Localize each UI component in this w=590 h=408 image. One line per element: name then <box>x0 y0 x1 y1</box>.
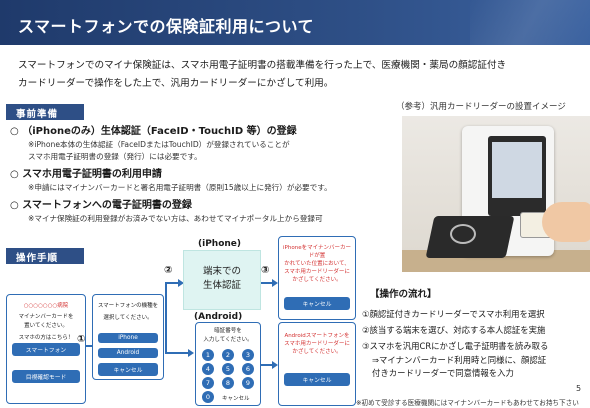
footnote: ※初めて受診する医療機関にはマイナンバーカードもあわせてお持ち下さい <box>356 399 579 407</box>
cancel-button[interactable]: キャンセル <box>98 363 158 376</box>
flow-step: ③スマホを汎用CRにかざし電子証明書を読み取る <box>362 341 549 351</box>
screen-mockup-select-device: スマートフォンの機種を 選択してください。 iPhone Android キャン… <box>92 294 164 380</box>
intro-text: スマートフォンでのマイナ保険証は、スマホ用電子証明書の搭載準備を行った上で、医療… <box>18 57 578 93</box>
mockup-text: iPhoneをマイナンバーカードが置 <box>283 245 351 259</box>
arrow-head <box>272 361 278 369</box>
prep-item-head: ○ （iPhoneのみ）生体認証（FaceID・TouchID 等）の登録 <box>10 126 297 137</box>
pin-key[interactable]: 7 <box>202 377 214 389</box>
mockup-text: Androidスマートフォンを <box>284 333 350 339</box>
arrow-connector <box>86 345 92 347</box>
biometric-text: 生体認証 <box>202 280 241 291</box>
card-reader-photo <box>402 116 590 272</box>
cancel-button[interactable]: キャンセル <box>284 373 350 386</box>
cancel-link[interactable]: キャンセル <box>222 396 250 402</box>
prep-tag: 事前準備 <box>6 104 84 120</box>
prep-item-sub: ※iPhone本体の生体認証（FaceIDまたはTouchID）が登録されている… <box>28 140 290 149</box>
operation-flow: 【操作の流れ】 ①顔認証付きカードリーダーでスマホ利用を選択 ②該当する端末を選… <box>362 286 590 380</box>
android-button[interactable]: Android <box>98 348 158 358</box>
android-label: (Android) <box>194 312 243 322</box>
iphone-label: (iPhone) <box>198 239 242 249</box>
pin-key[interactable]: 8 <box>222 377 234 389</box>
arrow-connector <box>165 352 189 354</box>
pin-key[interactable]: 9 <box>242 377 254 389</box>
header-accent <box>470 0 590 45</box>
header-banner: スマートフォンでの保険証利用について <box>0 0 590 45</box>
smartphone-button[interactable]: スマートフォン <box>12 343 80 356</box>
pin-key[interactable]: 2 <box>222 349 234 361</box>
biometric-text: 端末での <box>202 266 241 277</box>
photo-kiosk-display <box>492 142 542 198</box>
mockup-text: 暗証番号を <box>214 328 242 334</box>
mockup-text: かれていた位置において、 <box>284 261 350 267</box>
intro-line: スマートフォンでのマイナ保険証は、スマホ用電子証明書の搭載準備を行った上で、医療… <box>18 60 507 71</box>
hospital-name: ○○○○○○○病院 <box>23 303 69 309</box>
pin-key[interactable]: 1 <box>202 349 214 361</box>
pin-key[interactable]: 6 <box>242 363 254 375</box>
ops-tag: 操作手順 <box>6 248 84 264</box>
mockup-text: 選択してください。 <box>103 315 153 321</box>
screen-mockup-iphone-hold: iPhoneをマイナンバーカードが置 かれていた位置において、 スマホ用カードリ… <box>278 236 356 320</box>
mockup-text: スマホ用カードリーダーに <box>284 269 350 275</box>
arrow-head <box>178 279 184 287</box>
step-number: ② <box>164 265 173 276</box>
flow-step: ②該当する端末を選び、対応する本人認証を実施 <box>362 325 546 335</box>
mockup-text: 置いてください。 <box>24 323 68 329</box>
biometric-box: 端末での 生体認証 <box>183 250 261 310</box>
visual-check-button[interactable]: 目視確認モード <box>12 370 80 383</box>
screen-mockup-android-hold: Androidスマートフォンを スマホ用カードリーダーに かざしてください。 キ… <box>278 322 356 406</box>
pin-key[interactable]: 3 <box>242 349 254 361</box>
prep-item-sub: スマホ用電子証明書の登録（発行）には必要です。 <box>28 152 202 161</box>
prep-item-sub: ※申請にはマイナンバーカードと署名用電子証明書（原則15歳以上に発行）が必要です… <box>28 183 332 192</box>
arrow-head <box>188 349 194 357</box>
step-number: ③ <box>261 265 270 276</box>
mockup-text: かざしてください。 <box>292 349 342 355</box>
step-number: ① <box>77 334 86 345</box>
arrow-connector <box>261 282 273 284</box>
screen-mockup-pin-entry: 暗証番号を 入力してください。 1 2 3 4 5 6 7 8 9 0 キャンセ… <box>195 322 261 406</box>
prep-item-head: ○ スマートフォンへの電子証明書の登録 <box>10 200 192 211</box>
page-title: スマートフォンでの保険証利用について <box>18 17 315 36</box>
photo-hand <box>542 202 590 242</box>
mockup-text: スマホ用カードリーダーに <box>284 341 350 347</box>
screen-mockup-start: ○○○○○○○病院 マイナンバーカードを 置いてください。 スマホの方はこちら！… <box>6 294 86 404</box>
image-caption: （参考）汎用カードリーダーの設置イメージ <box>396 102 566 112</box>
iphone-button[interactable]: iPhone <box>98 333 158 343</box>
arrow-head <box>272 279 278 287</box>
flow-title: 【操作の流れ】 <box>370 289 437 300</box>
arrow-connector <box>165 282 179 284</box>
mockup-text: かざしてください。 <box>292 277 342 283</box>
flow-note: 付きカードリーダーで同意情報を入力 <box>372 368 514 378</box>
arrow-connector <box>165 282 167 352</box>
pin-key[interactable]: 4 <box>202 363 214 375</box>
intro-line: カードリーダーで操作をした上で、汎用カードリーダーにかざして利用。 <box>18 78 334 89</box>
prep-list: ○ （iPhoneのみ）生体認証（FaceID・TouchID 等）の登録 ※i… <box>10 124 400 225</box>
pin-key[interactable]: 0 <box>202 391 214 403</box>
photo-nfc-mark <box>450 224 476 244</box>
mockup-text: スマホの方はこちら！ <box>18 335 74 341</box>
mockup-text: スマートフォンの機種を <box>97 303 159 309</box>
pin-key[interactable]: 5 <box>222 363 234 375</box>
cancel-button[interactable]: キャンセル <box>284 297 350 310</box>
page-number: 5 <box>576 384 582 393</box>
prep-item-head: ○ スマホ用電子証明書の利用申請 <box>10 169 162 180</box>
flow-note: ⇒マイナンバーカード利用時と同様に、顔認証 <box>372 355 547 365</box>
prep-item-sub: ※マイナ保険証の利用登録がお済みでない方は、あわせてマイナポータル上から登録可 <box>28 214 323 223</box>
mockup-text: マイナンバーカードを <box>18 314 74 320</box>
flow-step: ①顔認証付きカードリーダーでスマホ利用を選択 <box>362 309 545 319</box>
arrow-connector <box>261 364 273 366</box>
mockup-text: 入力してください。 <box>203 337 253 343</box>
